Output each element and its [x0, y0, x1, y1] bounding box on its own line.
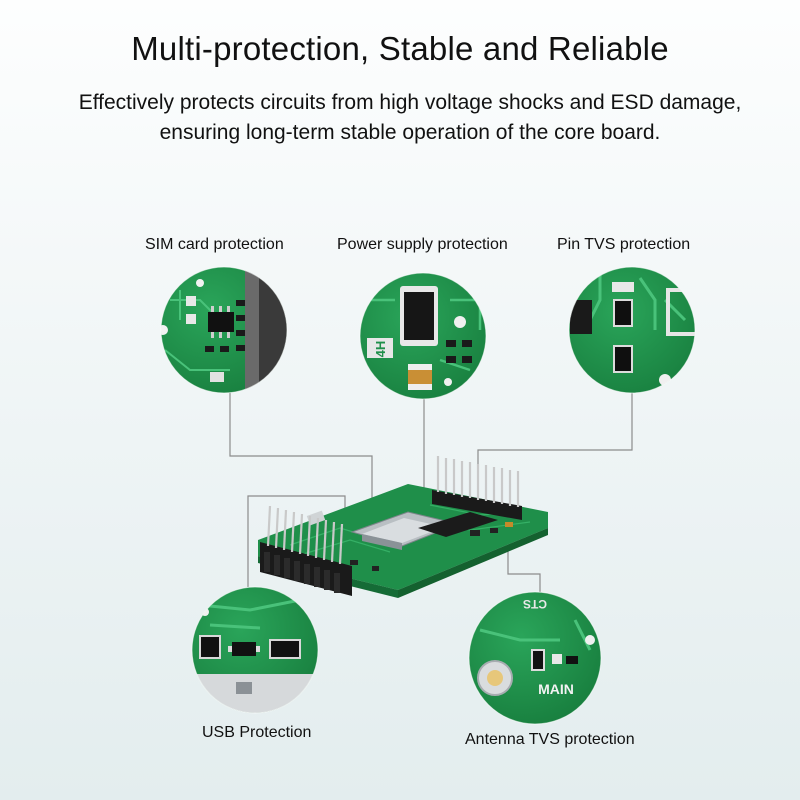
zoom-pin-tvs-protection: [569, 267, 695, 393]
zoom-sim-protection: [161, 267, 287, 393]
core-board: [258, 456, 548, 598]
label-power-protection: Power supply protection: [337, 236, 508, 253]
pin-label: CTS: [523, 597, 547, 611]
page-subtitle: Effectively protects circuits from high …: [78, 91, 742, 144]
right-pin-header: [432, 456, 522, 520]
zoom-power-protection: 4H: [360, 273, 486, 399]
zoom-usb-protection: [192, 587, 318, 713]
left-pin-header: [260, 505, 352, 596]
cap-label: 4H: [373, 341, 388, 358]
label-pin-tvs-protection: Pin TVS protection: [557, 236, 691, 253]
page-title: Multi-protection, Stable and Reliable: [131, 30, 669, 67]
label-sim-protection: SIM card protection: [145, 236, 284, 253]
label-antenna-tvs-protection: Antenna TVS protection: [465, 731, 635, 748]
label-usb-protection: USB Protection: [202, 724, 312, 741]
antenna-label: MAIN: [538, 681, 574, 697]
zoom-antenna-tvs-protection: CTS MAIN: [469, 592, 601, 724]
